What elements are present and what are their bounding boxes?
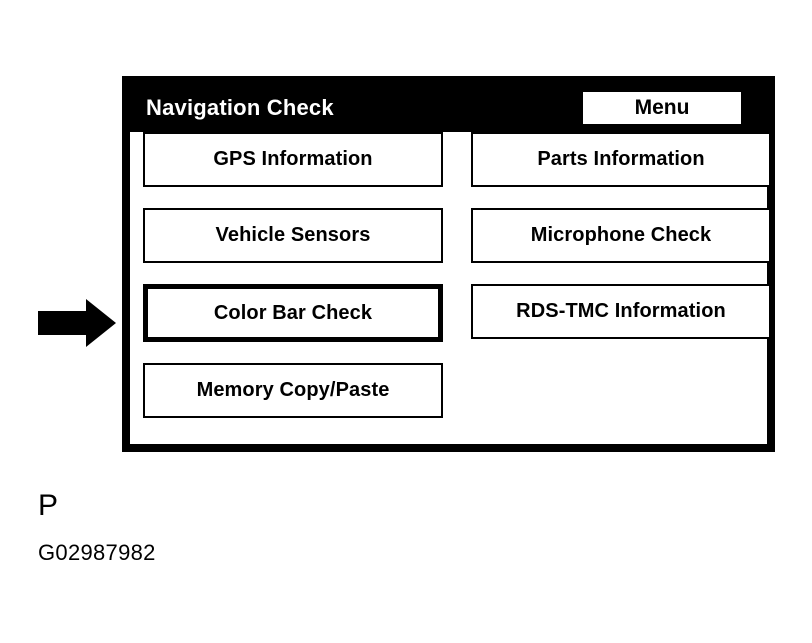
menu-item-color-bar-check[interactable]: Color Bar Check	[143, 284, 443, 342]
menu-item-rds-tmc-information[interactable]: RDS-TMC Information	[471, 284, 771, 339]
menu-item-microphone-check[interactable]: Microphone Check	[471, 208, 771, 263]
menu-button-grid: GPS Information Vehicle Sensors Color Ba…	[130, 132, 771, 444]
figure-caption: P G02987982	[38, 488, 438, 568]
caption-letter: P	[38, 489, 59, 522]
arrow-right-icon	[38, 299, 116, 347]
menu-item-vehicle-sensors[interactable]: Vehicle Sensors	[143, 208, 443, 263]
menu-item-parts-information[interactable]: Parts Information	[471, 132, 771, 187]
screen-title-bar: Navigation Check Menu	[130, 84, 767, 132]
navigation-check-screen-panel: Navigation Check Menu GPS Information Ve…	[122, 76, 775, 452]
menu-button[interactable]: Menu	[583, 92, 741, 124]
menu-left-column: GPS Information Vehicle Sensors Color Ba…	[143, 132, 443, 439]
page-title: Navigation Check	[146, 95, 334, 120]
menu-item-memory-copy-paste[interactable]: Memory Copy/Paste	[143, 363, 443, 418]
menu-item-gps-information[interactable]: GPS Information	[143, 132, 443, 187]
caption-figure-code: G02987982	[38, 540, 156, 565]
menu-right-column: Parts Information Microphone Check RDS-T…	[471, 132, 771, 360]
